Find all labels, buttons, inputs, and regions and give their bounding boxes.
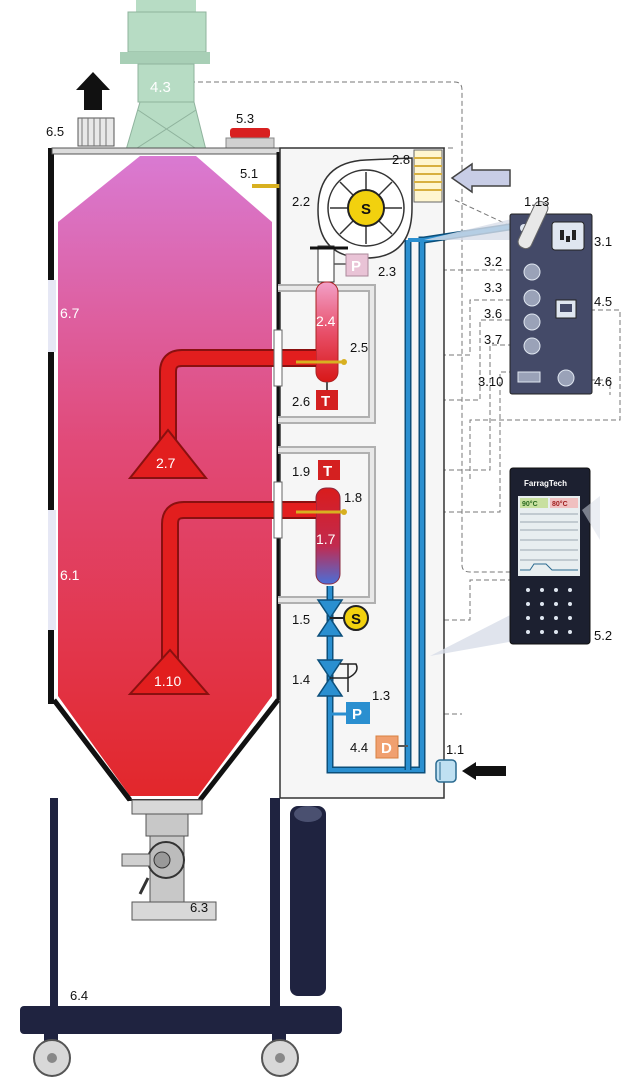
screen-temp-right: 80°C — [552, 500, 568, 508]
port-icon — [557, 369, 575, 387]
blower-label: 2.2 — [292, 194, 310, 209]
nozzle-upper: 2.7 — [127, 329, 316, 479]
nozzle-upper-label: 2.7 — [156, 455, 176, 471]
dew-point-sensor: D 4.4 — [350, 735, 408, 759]
air-inlet: 1.1 — [435, 742, 506, 783]
brand-name: FarragTech — [524, 479, 567, 488]
filter-label: 2.8 — [392, 152, 410, 167]
vent-label: 6.5 — [46, 124, 64, 139]
port-icon — [523, 337, 541, 355]
signal-lamp: 5.3 — [225, 111, 275, 149]
air-inlet-arrow-icon — [462, 762, 506, 780]
connector-panel — [424, 200, 593, 395]
thermo-lower-label: 1.8 — [344, 490, 362, 505]
sight-upper-label: 6.7 — [60, 305, 80, 321]
pressure-sensor-air-line: P 1.3 — [330, 688, 390, 724]
heater-lower-label: 1.7 — [316, 531, 336, 547]
valve-upper: S 1.5 — [292, 599, 369, 637]
frame-label: 6.4 — [70, 988, 88, 1003]
drive-motor: 4.3 — [120, 0, 210, 151]
port-36-label: 3.6 — [484, 306, 502, 321]
port-33-label: 3.3 — [484, 280, 502, 295]
inlet-label: 1.1 — [446, 742, 464, 757]
port-310-label: 3.10 — [478, 374, 503, 389]
blower-symbol: S — [361, 201, 371, 218]
blower-motor-icon — [347, 189, 385, 227]
pressure-line-label: 1.3 — [372, 688, 390, 703]
temp-lower-symbol: T — [323, 463, 332, 480]
motor-label: 4.3 — [150, 79, 171, 96]
heater-lower: 1.7 — [315, 487, 341, 585]
port-37-label: 3.7 — [484, 332, 502, 347]
temp-lower-label: 1.9 — [292, 464, 310, 479]
dew-symbol: D — [381, 740, 392, 757]
heater-upper: 2.4 — [315, 281, 339, 383]
port-46-label: 4.6 — [594, 374, 612, 389]
thermo-upper-label: 2.5 — [350, 340, 368, 355]
main-switch-icon — [517, 200, 549, 250]
ethernet-label: 4.5 — [594, 294, 612, 309]
valve-lower-label: 1.4 — [292, 672, 310, 687]
pressure-sensor-air: P 2.3 — [334, 253, 396, 279]
valve-lower: 1.4 — [292, 659, 358, 697]
temp-upper-label: 2.6 — [292, 394, 310, 409]
controller-screen — [518, 496, 580, 576]
thermocouple-lower: 1.8 — [296, 490, 362, 515]
intake-filter: 2.8 — [392, 149, 443, 203]
serial-port-icon — [517, 371, 541, 383]
sight-glass-lower — [48, 510, 56, 630]
lamp-label: 5.3 — [236, 111, 254, 126]
nozzle-lower-label: 1.10 — [154, 673, 181, 689]
solenoid-icon — [343, 605, 369, 631]
temp-upper-symbol: T — [321, 393, 330, 410]
solenoid-symbol: S — [351, 611, 361, 628]
valve-upper-label: 1.5 — [292, 612, 310, 627]
exhaust-vent: 6.5 — [46, 117, 115, 147]
switch-label: 1.13 — [524, 194, 549, 209]
blower: S 2.2 — [292, 157, 413, 259]
controller: FarragTech 90°C 80°C — [430, 467, 600, 656]
sight-lower-label: 6.1 — [60, 567, 80, 583]
pressure-air-label: 2.3 — [378, 264, 396, 279]
pressure-line-symbol: P — [352, 706, 362, 723]
pressure-air-symbol: P — [351, 258, 361, 275]
screen-temp-left: 90°C — [522, 500, 538, 508]
port-icon — [523, 289, 541, 307]
heater-upper-label: 2.4 — [316, 313, 336, 329]
power-socket-label: 3.1 — [594, 234, 612, 249]
temp-sensor-upper: T 2.6 — [292, 382, 338, 410]
discharge-valve: 6.3 — [121, 799, 217, 921]
sight-glass-upper — [48, 280, 56, 352]
temp-sensor-lower: T 1.9 — [292, 460, 340, 480]
controller-label: 5.2 — [594, 628, 612, 643]
exhaust-arrow-icon — [76, 72, 110, 110]
sensor-hopper-label: 5.1 — [240, 166, 258, 181]
nozzle-lower: 1.10 — [127, 481, 316, 695]
air-intake-arrow-icon — [450, 162, 511, 194]
port-32-label: 3.2 — [484, 254, 502, 269]
frame: 6.4 — [20, 798, 342, 1077]
discharge-label: 6.3 — [190, 900, 208, 915]
port-icon — [523, 313, 541, 331]
port-icon — [523, 263, 541, 281]
dew-label: 4.4 — [350, 740, 368, 755]
thermocouple-upper: 2.5 — [296, 340, 368, 365]
